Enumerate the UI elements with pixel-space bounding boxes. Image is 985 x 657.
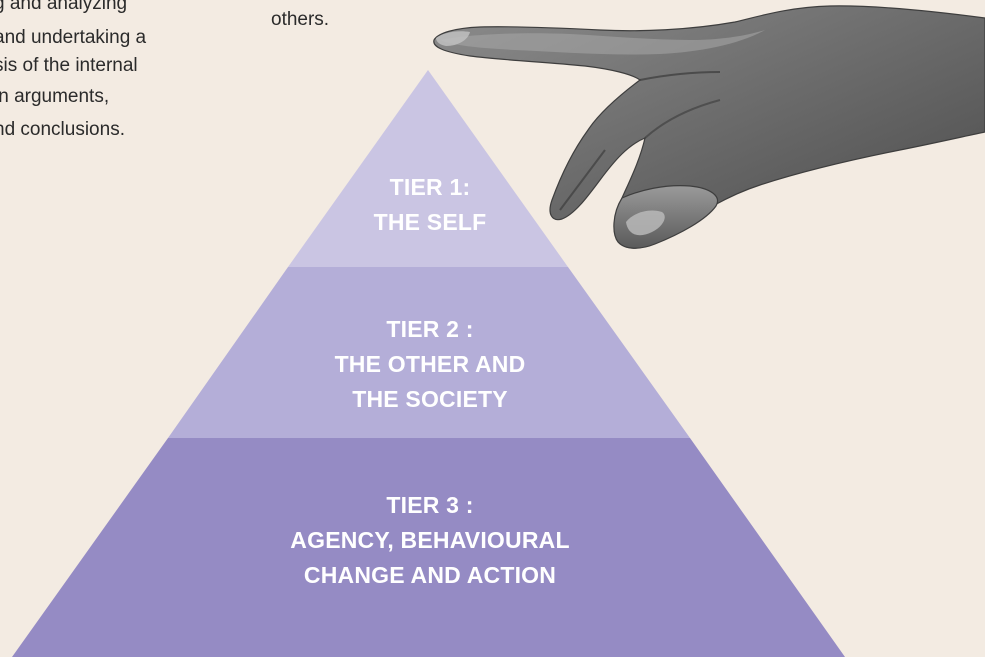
tier-2-line: THE SOCIETY (352, 386, 508, 412)
left-paragraph-line: in arguments, (0, 86, 110, 107)
tier-3-line: AGENCY, BEHAVIOURAL (290, 527, 570, 553)
tier-1-label: TIER 1: THE SELF (230, 170, 630, 240)
tier-3-band (12, 438, 845, 657)
left-paragraph-line: g and analyzing (0, 0, 128, 14)
tier-3-title: TIER 3 : (386, 492, 474, 518)
tier-3-line: CHANGE AND ACTION (303, 562, 557, 588)
tier-2-line: THE OTHER AND (334, 351, 526, 377)
tier-2-title: TIER 2 : (386, 316, 474, 342)
tier-2-band (168, 267, 690, 438)
left-paragraph-line: nd conclusions. (0, 119, 125, 140)
tier-3-label: TIER 3 : AGENCY, BEHAVIOURAL CHANGE AND … (230, 488, 630, 593)
left-paragraph-line: sis of the internal (0, 55, 138, 76)
top-paragraph: others. (271, 9, 330, 30)
tier-1-title: TIER 1: (389, 174, 471, 200)
tier-2-label: TIER 2 : THE OTHER AND THE SOCIETY (230, 312, 630, 417)
left-paragraph-line: and undertaking a (0, 27, 147, 48)
tier-1-line: THE SELF (373, 209, 487, 235)
